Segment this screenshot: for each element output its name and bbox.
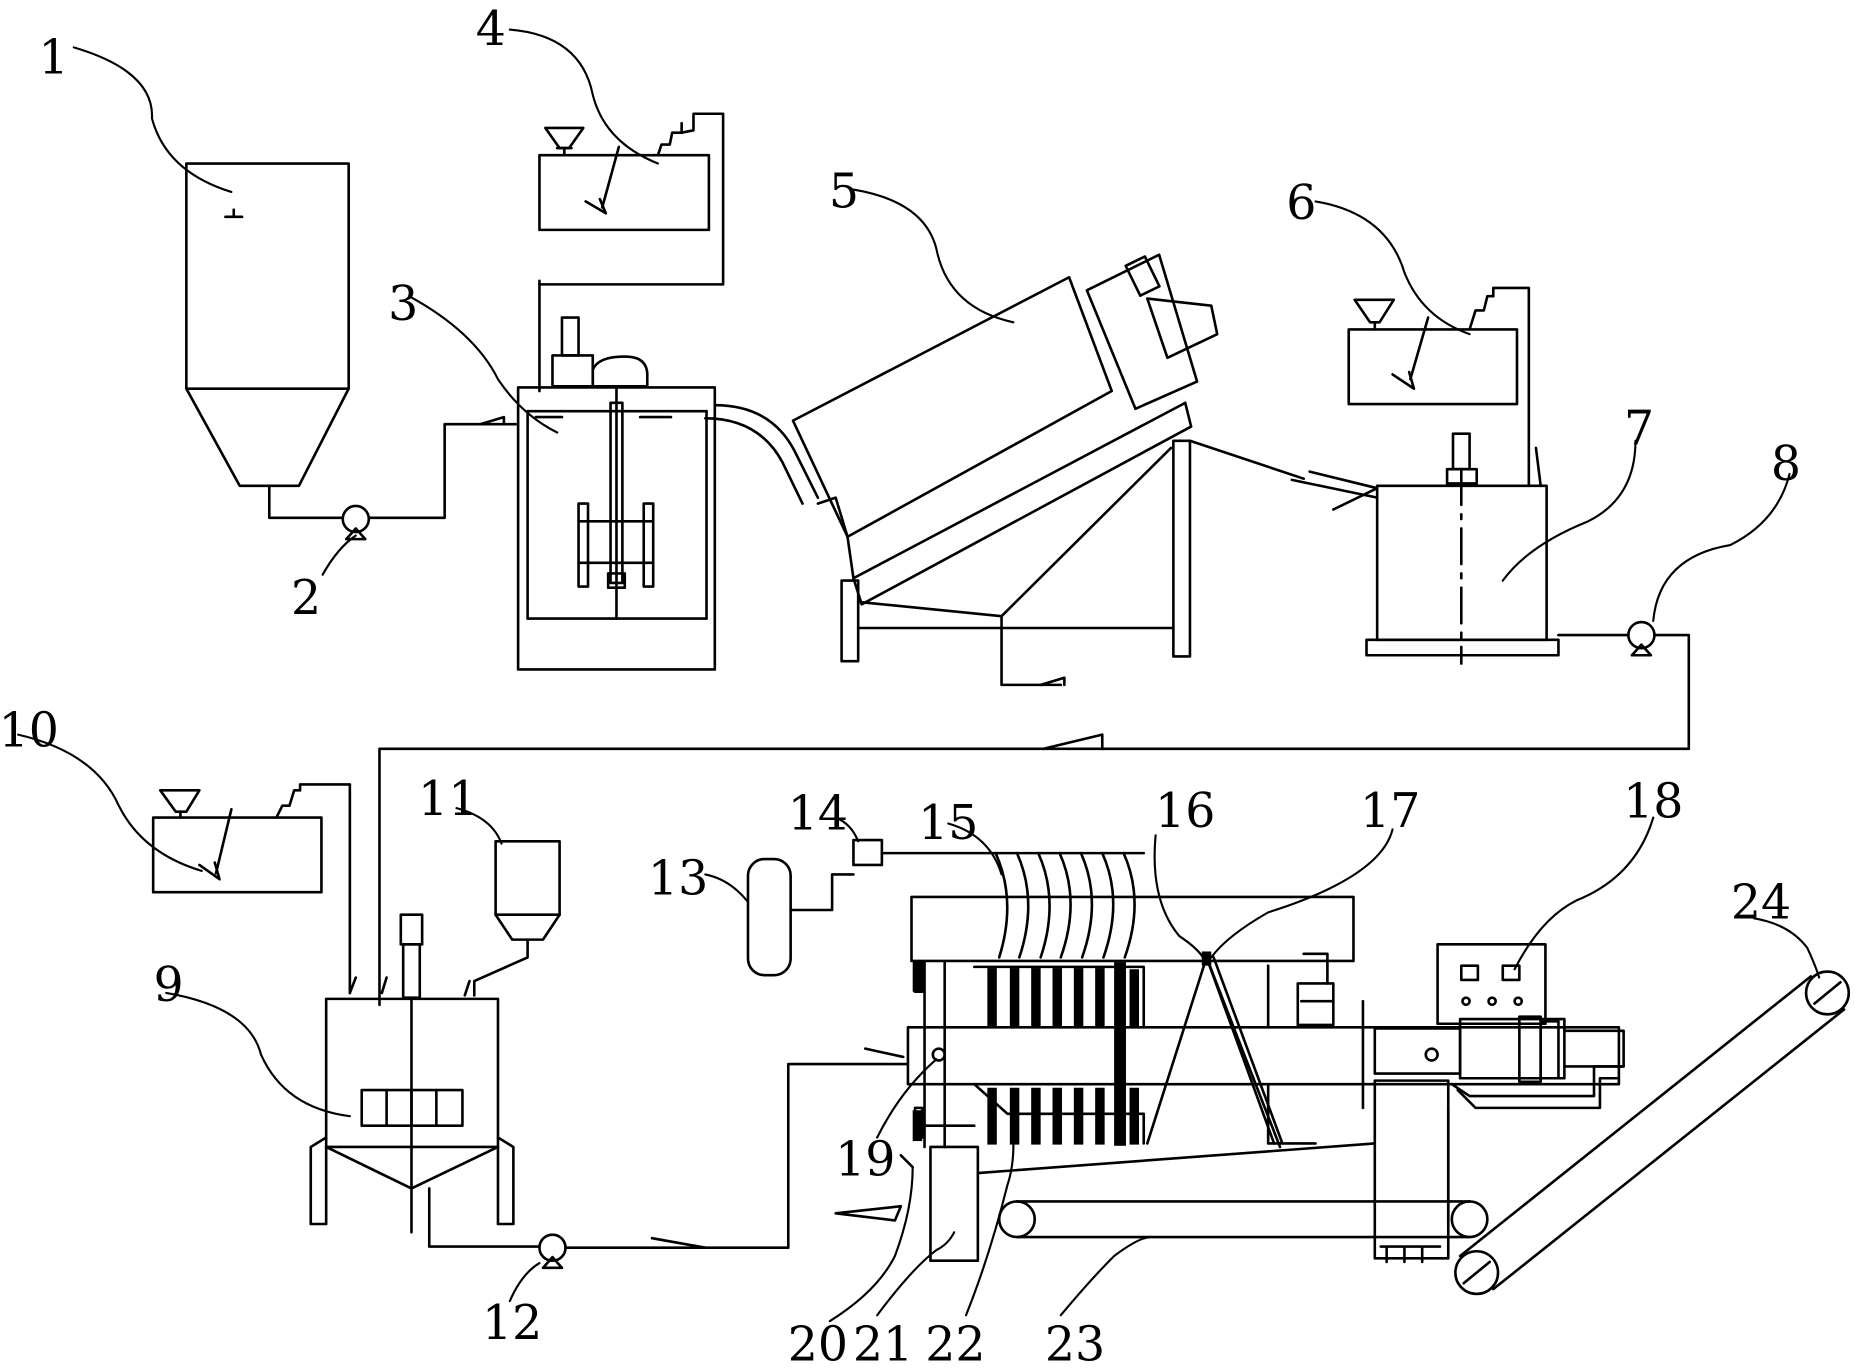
silo-1 (185, 162, 350, 520)
reaction-tank-9 (309, 913, 541, 1248)
label-21: 21 (853, 1317, 913, 1365)
dosing-unit-4 (538, 121, 711, 232)
label-3: 3 (388, 277, 418, 332)
pump-12 (538, 1047, 909, 1270)
label-7: 7 (1624, 401, 1654, 456)
screw-press-5 (704, 253, 1306, 687)
dosing-unit-10 (151, 783, 352, 995)
pump-2 (341, 415, 518, 541)
pump-8 (378, 620, 1691, 1007)
label-13: 13 (648, 852, 708, 907)
label-15: 15 (918, 796, 978, 851)
label-11: 11 (418, 772, 478, 827)
belt-conveyor-23 (997, 1200, 1489, 1239)
label-9: 9 (153, 958, 183, 1013)
label-10: 10 (0, 703, 59, 758)
air-tank-13 (746, 857, 855, 977)
label-6: 6 (1286, 176, 1316, 231)
mixing-tank-3 (516, 112, 725, 671)
storage-tank-7 (1290, 432, 1560, 665)
inclined-conveyor-24 (1454, 970, 1851, 1296)
label-17: 17 (1360, 784, 1420, 839)
label-4: 4 (476, 2, 506, 57)
label-16: 16 (1155, 784, 1215, 839)
filter-press (834, 851, 1625, 1264)
label-5: 5 (829, 164, 859, 219)
label-24: 24 (1731, 875, 1791, 930)
label-14: 14 (788, 786, 848, 841)
leader-lines (17, 28, 1821, 1323)
label-1: 1 (39, 30, 69, 85)
label-22: 22 (925, 1317, 985, 1365)
label-12: 12 (482, 1296, 542, 1351)
valve-14 (852, 838, 1146, 867)
label-19: 19 (835, 1132, 895, 1187)
dosing-unit-6 (1347, 286, 1531, 488)
hopper-11 (472, 839, 561, 997)
label-2: 2 (291, 571, 321, 626)
label-18: 18 (1623, 775, 1683, 830)
filter-plates (912, 951, 1212, 1146)
label-23: 23 (1045, 1317, 1105, 1365)
label-8: 8 (1771, 437, 1801, 492)
label-20: 20 (788, 1317, 848, 1365)
